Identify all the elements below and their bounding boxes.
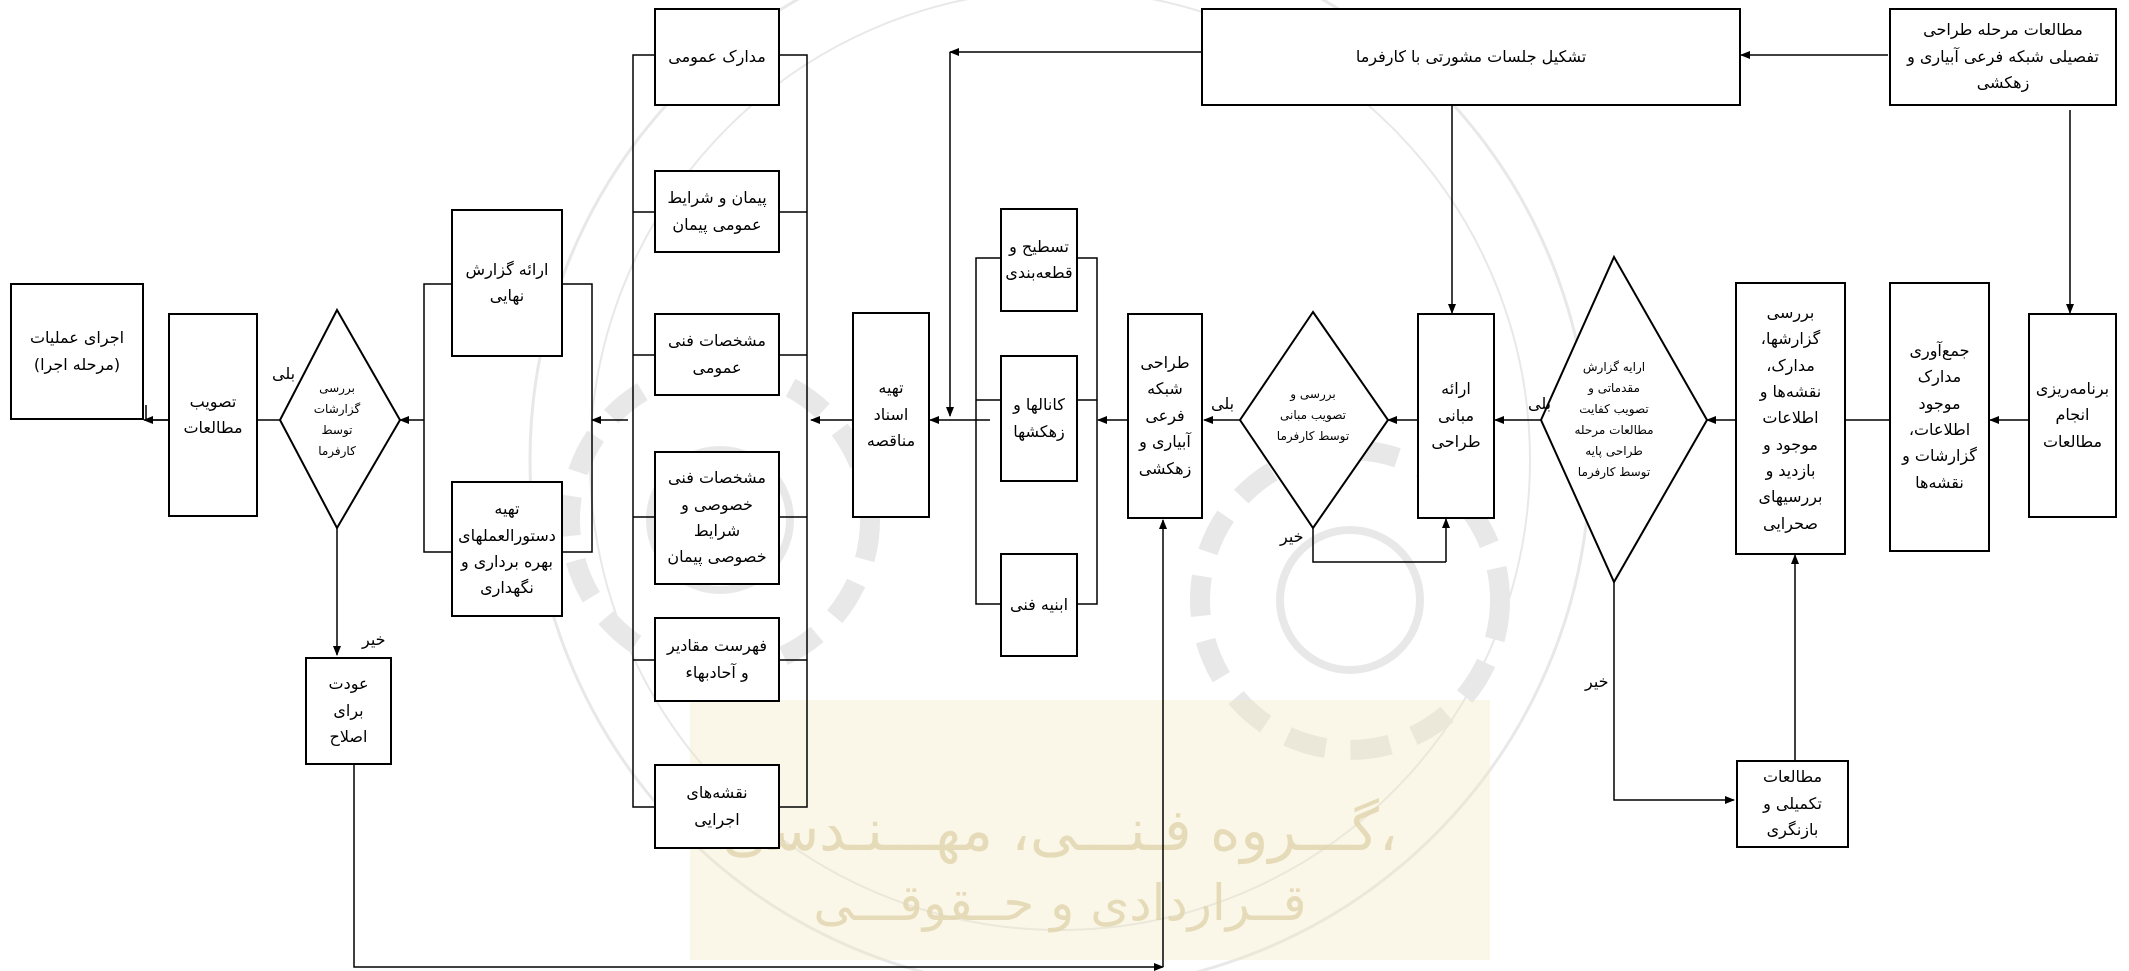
review-reports-box: بررسی گزارشها، مدارک، نقشه‌ها و اطلاعات …	[1735, 282, 1846, 555]
tender-docs-box: تهیه اسناد مناقصه	[852, 312, 930, 518]
canals-drains-box: کانالها و زهکشها	[1000, 355, 1078, 482]
final-report-box: ارائه گزارش نهایی	[451, 209, 563, 357]
decision-preliminary-text: ارایه گزارش مقدماتی و تصویب کفایت مطالعا…	[1574, 360, 1654, 479]
structures-box: ابنیه فنی	[1000, 553, 1078, 657]
decision-reports-text: بررسی گزارشات توسط کارفرما	[313, 381, 361, 458]
no-label-preliminary: خیر	[1585, 672, 1609, 691]
leveling-box: تسطیح و قطعه‌بندی	[1000, 208, 1078, 312]
yes-label-preliminary: بلی	[1528, 394, 1552, 413]
general-docs-box: مدارک عمومی	[654, 8, 780, 106]
contract-general-box: پیمان و شرایط عمومی پیمان	[654, 170, 780, 253]
bill-quantities-box: فهرست مقادیر و آحادبهاء	[654, 617, 780, 702]
network-design-box: طراحی شبکه فرعی آبیاری و زهکشی	[1127, 313, 1203, 519]
planning-box: برنامه‌ریزی انجام مطالعات	[2028, 313, 2117, 518]
decision-diamond-preliminary	[1539, 254, 1709, 585]
decision-basis-text: بررسی و تصویب مبانی توسط کارفرما	[1276, 386, 1350, 443]
decision-diamond-reports	[278, 307, 402, 531]
decision-diamond-basis	[1238, 310, 1390, 530]
no-label-basis: خیر	[1280, 527, 1304, 546]
detailed-studies-box: مطالعات مرحله طراحی تفصیلی شبکه فرعی آبی…	[1889, 8, 2117, 106]
no-label-reports: خیر	[362, 630, 386, 649]
yes-label-reports: بلی	[272, 364, 296, 383]
om-manual-box: تهیه دستورالعملهای بهره برداری و نگهداری	[451, 481, 563, 617]
operations-box: اجرای عملیات (مرحله اجرا)	[10, 283, 144, 420]
general-specs-box: مشخصات فنی عمومی	[654, 313, 780, 396]
yes-label-basis: بلی	[1211, 394, 1235, 413]
complementary-studies-box: مطالعات تکمیلی و بازنگری	[1736, 760, 1849, 848]
return-fix-box: عودت برای اصلاح	[305, 657, 392, 765]
special-specs-box: مشخصات فنی خصوصی و شرایط خصوصی پیمان	[654, 451, 780, 585]
design-basis-box: ارائه مبانی طراحی	[1417, 313, 1495, 519]
consult-meetings-box: تشکیل جلسات مشورتی با کارفرما	[1201, 8, 1741, 106]
approve-studies-box: تصویب مطالعات	[168, 313, 258, 517]
exec-drawings-box: نقشه‌های اجرایی	[654, 764, 780, 849]
collect-docs-box: جمع‌آوری مدارک موجود اطلاعات، گزارشات و …	[1889, 282, 1990, 552]
